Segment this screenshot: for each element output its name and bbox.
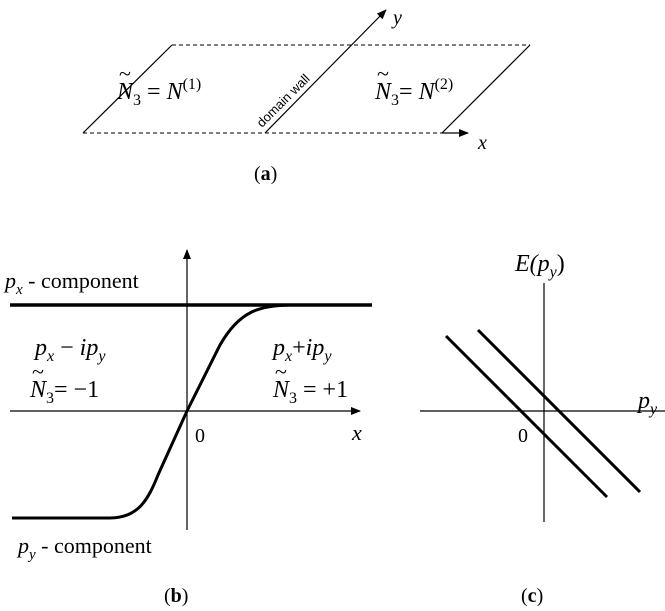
py-component-curve <box>12 303 372 520</box>
dispersion-line-left <box>444 334 609 499</box>
px-component-label: px - component <box>3 268 139 298</box>
left-chiral-state: px − ipy <box>33 335 106 365</box>
y-axis-label-a: y <box>391 7 402 29</box>
caption-b: (b) <box>164 585 188 607</box>
plane-right-edge <box>441 44 531 134</box>
x-axis-label-a: x <box>477 132 487 154</box>
left-tilde: ~ <box>119 61 131 86</box>
py-component-label: py - component <box>16 533 152 563</box>
x-axis-label-b: x <box>351 420 362 445</box>
origin-label-c: 0 <box>518 425 528 447</box>
caption-a: (a) <box>254 163 277 185</box>
left-region-formula: N3 = N(1) ~ <box>116 61 201 109</box>
left-n-tilde-symbol: N3 = N(1) <box>116 76 201 109</box>
right-n-tilde: ~ <box>275 359 287 384</box>
right-n-tilde-symbol: N3= N(2) <box>374 76 453 109</box>
right-chiral-state: px+ipy <box>271 335 332 365</box>
panel-a: y x domain wall N3 = N(1) ~ N3= N(2) ~ (… <box>82 7 531 185</box>
dispersion-line-right <box>476 328 642 494</box>
right-region-formula: N3= N(2) ~ <box>374 61 453 109</box>
panel-c: E(py) py 0 (c) <box>420 251 665 607</box>
svg-text:N3= −1: N3= −1 <box>29 377 99 407</box>
left-winding-number: N3= −1 ~ <box>29 359 99 407</box>
left-n-tilde: ~ <box>32 359 44 384</box>
domain-wall-y-axis <box>264 9 387 134</box>
py-axis-label: py <box>636 388 658 418</box>
origin-label-b: 0 <box>195 425 205 447</box>
caption-c: (c) <box>521 585 543 607</box>
right-winding-number: N3 = +1 ~ <box>272 359 348 407</box>
energy-axis-label: E(py) <box>514 251 565 281</box>
right-tilde: ~ <box>377 61 389 86</box>
domain-wall-label: domain wall <box>254 71 313 130</box>
svg-text:N3 = +1: N3 = +1 <box>272 377 348 407</box>
plane-left-edge <box>82 44 173 134</box>
panel-b: px - component py - component px − ipy p… <box>3 249 372 607</box>
